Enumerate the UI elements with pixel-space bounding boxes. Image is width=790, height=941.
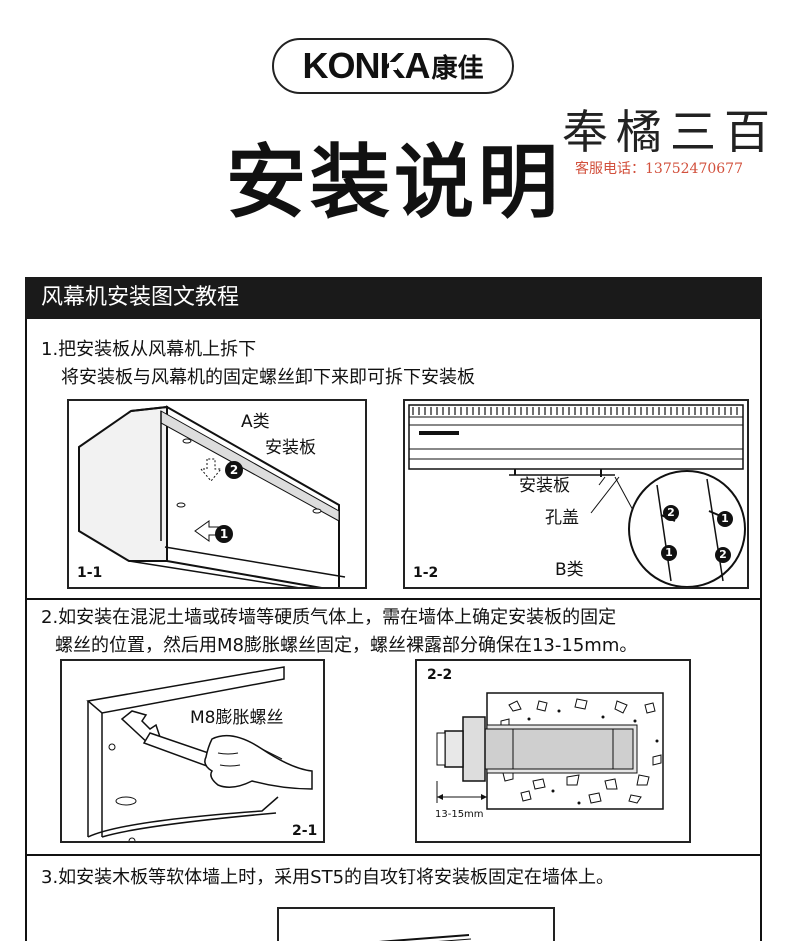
fig-1-2-marker-2: 2: [663, 505, 679, 521]
fig-1-1-id: 1-1: [77, 565, 103, 581]
fig-1-2-cover-label: 孔盖: [545, 508, 579, 528]
page-title: 安装说明: [226, 136, 562, 229]
fig-1-2-plate-label: 安装板: [519, 476, 570, 496]
figure-3: [277, 907, 555, 941]
instruction-panel: 风幕机安装图文教程 1.把安装板从风幕机上拆下 将安装板与风幕机的固定螺丝卸下来…: [25, 277, 762, 941]
step-3-line-1: 3.如安装木板等软体墙上时，采用ST5的自攻钉将安装板固定在墙体上。: [41, 867, 615, 888]
logo-brand-cn: 康佳: [431, 53, 484, 84]
figure-1-1: A类 安装板 2 1 1-1: [67, 399, 367, 589]
logo-brand-text: KONKA: [302, 45, 430, 86]
step-1-line-1: 1.把安装板从风幕机上拆下: [41, 339, 257, 360]
diagram-self-tapping-screw: [377, 934, 472, 941]
fig-1-1-type-label: A类: [241, 412, 270, 432]
service-hotline: 客服电话：13752470677: [575, 161, 743, 177]
shop-signature: 奉橘三百: [562, 105, 778, 159]
fig-1-2-marker-1: 1: [717, 511, 733, 527]
fig-2-2-dimension: 13-15mm: [435, 809, 484, 820]
figure-2-2: 13-15mm 2-2: [415, 659, 691, 843]
step-divider-2: [27, 854, 760, 856]
fig-1-2-marker-2b: 2: [715, 547, 731, 563]
fig-1-2-type-label: B类: [555, 560, 584, 580]
section-title: 风幕机安装图文教程: [25, 277, 762, 319]
step-1-line-2: 将安装板与风幕机的固定螺丝卸下来即可拆下安装板: [61, 367, 475, 388]
figure-2-1: M8膨胀螺丝 2-1: [60, 659, 325, 843]
step-2-line-2: 螺丝的位置，然后用M8膨胀螺丝固定，螺丝裸露部分确保在13-15mm。: [55, 635, 638, 656]
fig-1-1-plate-label: 安装板: [265, 438, 316, 458]
figure-1-2: 安装板 孔盖 B类 2 1 1 2 1-2: [403, 399, 749, 589]
diagram-wrench-bolt: [86, 666, 313, 841]
brand-logo: KONKA 康佳: [272, 38, 514, 94]
fig-1-2-marker-1b: 1: [661, 545, 677, 561]
fig-2-2-id: 2-2: [427, 667, 453, 683]
step-divider-1: [27, 598, 760, 600]
diagram-unit-a-type: [78, 405, 346, 587]
fig-2-1-bolt-label: M8膨胀螺丝: [190, 708, 284, 728]
fig-1-2-id: 1-2: [413, 565, 439, 581]
step-2-line-1: 2.如安装在混泥土墙或砖墙等硬质气体上，需在墙体上确定安装板的固定: [41, 607, 617, 628]
fig-1-1-marker-2: 2: [225, 461, 243, 479]
fig-1-1-marker-1: 1: [215, 525, 233, 543]
diagram-expansion-bolt: [436, 692, 664, 810]
fig-2-1-id: 2-1: [292, 823, 318, 839]
